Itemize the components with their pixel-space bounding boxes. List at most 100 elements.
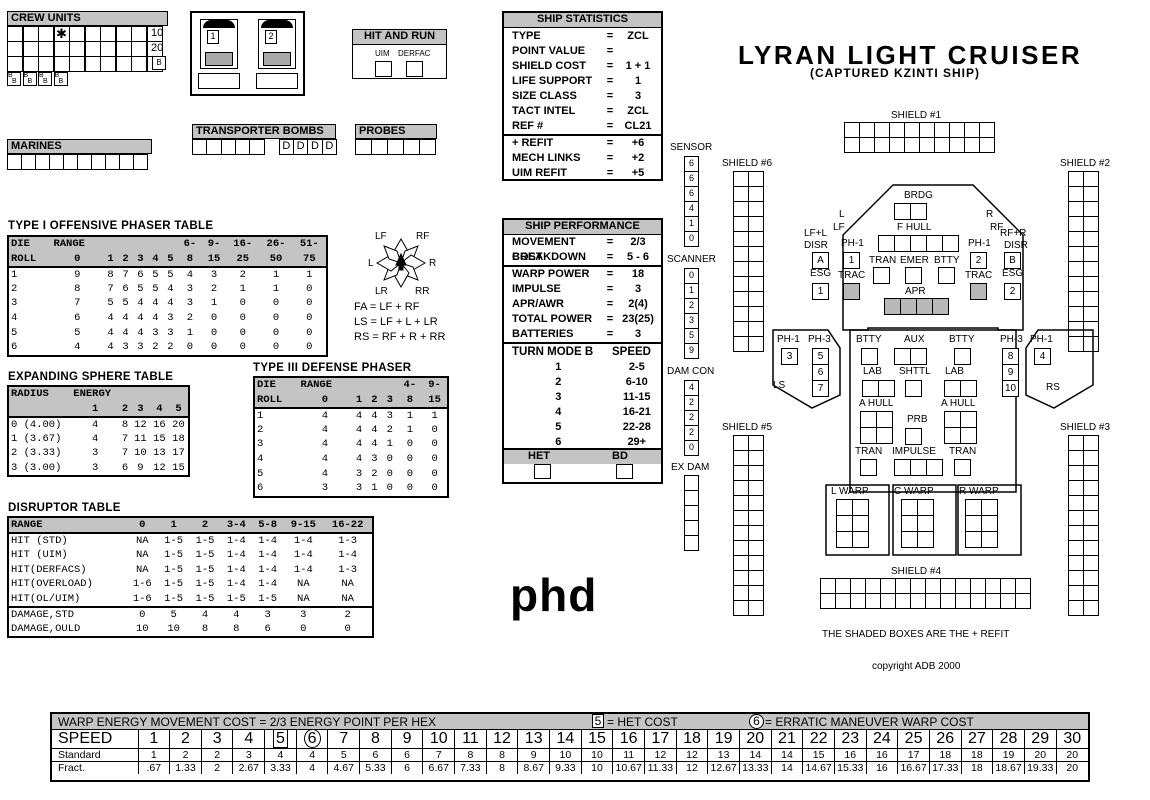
scanner-box[interactable]: 9 xyxy=(684,343,699,359)
shield-6-box[interactable] xyxy=(733,201,749,217)
shield-3-box[interactable] xyxy=(1068,570,1084,586)
impulse-box[interactable] xyxy=(894,459,911,476)
shield-5-box[interactable] xyxy=(748,465,764,481)
shield-1-box[interactable] xyxy=(979,137,995,153)
shield-1-box[interactable] xyxy=(904,122,920,138)
marine-box[interactable] xyxy=(133,154,148,170)
excess-damage-box[interactable] xyxy=(684,490,699,506)
shield-3-box[interactable] xyxy=(1068,600,1084,616)
shield-5-box[interactable] xyxy=(733,465,749,481)
shield-4-box[interactable] xyxy=(865,578,881,594)
marine-box[interactable] xyxy=(35,154,50,170)
lab-box[interactable] xyxy=(878,380,895,397)
shield-4-box[interactable] xyxy=(865,593,881,609)
scanner-box[interactable]: 2 xyxy=(684,298,699,314)
aft-hull-box[interactable] xyxy=(960,427,977,444)
shield-5-box[interactable] xyxy=(733,510,749,526)
shield-1-box[interactable] xyxy=(874,122,890,138)
damage-control-box[interactable]: 4 xyxy=(684,380,699,396)
disruptor-a-box[interactable]: A xyxy=(812,252,829,269)
lab-box[interactable] xyxy=(944,380,961,397)
aft-hull-box[interactable] xyxy=(876,427,893,444)
shield-6-box[interactable] xyxy=(733,291,749,307)
excess-damage-box[interactable] xyxy=(684,475,699,491)
marine-box[interactable] xyxy=(21,154,36,170)
phaser-1-box[interactable]: 1 xyxy=(843,252,860,269)
aft-hull-box[interactable] xyxy=(944,411,961,428)
crew-box[interactable] xyxy=(22,56,39,72)
damage-control-box[interactable]: 0 xyxy=(684,440,699,456)
shield-4-box[interactable] xyxy=(985,578,1001,594)
esg-2-box[interactable]: 2 xyxy=(1004,283,1021,300)
crew-box[interactable] xyxy=(53,41,70,57)
transporter-box[interactable] xyxy=(954,459,971,476)
crew-box[interactable]: ✱ xyxy=(53,26,70,42)
crew-box[interactable] xyxy=(100,26,116,42)
phaser-2-box[interactable]: 2 xyxy=(970,252,987,269)
right-warp-box[interactable] xyxy=(981,515,998,532)
transporter-bomb-box-d[interactable]: D xyxy=(307,139,323,155)
shield-5-box[interactable] xyxy=(733,435,749,451)
sensor-box[interactable]: 1 xyxy=(684,216,699,232)
shield-6-box[interactable] xyxy=(733,306,749,322)
scanner-box[interactable]: 0 xyxy=(684,268,699,284)
left-warp-box[interactable] xyxy=(836,499,853,516)
transporter-bomb-box[interactable] xyxy=(206,139,222,155)
aft-hull-box[interactable] xyxy=(944,427,961,444)
center-warp-box[interactable] xyxy=(901,499,918,516)
transporter-bomb-box[interactable] xyxy=(220,139,236,155)
left-warp-box[interactable] xyxy=(836,515,853,532)
sensor-box[interactable]: 6 xyxy=(684,171,699,187)
crew-box[interactable] xyxy=(115,56,132,72)
shield-6-box[interactable] xyxy=(733,336,749,352)
transporter-bomb-box-d[interactable]: D xyxy=(321,139,337,155)
forward-hull-box[interactable] xyxy=(910,235,927,252)
crew-box[interactable] xyxy=(38,26,54,42)
emergency-box[interactable] xyxy=(905,267,922,284)
shield-4-box[interactable] xyxy=(850,578,866,594)
shield-4-box[interactable] xyxy=(970,593,986,609)
shield-4-box[interactable] xyxy=(925,593,941,609)
shield-4-box[interactable] xyxy=(820,578,836,594)
damage-control-box[interactable]: 2 xyxy=(684,410,699,426)
shield-6-box[interactable] xyxy=(733,231,749,247)
shield-4-box[interactable] xyxy=(1015,578,1031,594)
apr-box[interactable] xyxy=(900,298,917,315)
crew-box[interactable] xyxy=(7,56,23,72)
right-warp-box[interactable] xyxy=(981,499,998,516)
shield-1-box[interactable] xyxy=(949,137,965,153)
phaser-3-8-box[interactable]: 8 xyxy=(1002,348,1019,365)
shield-4-box[interactable] xyxy=(970,578,986,594)
lab-box[interactable] xyxy=(960,380,977,397)
scanner-box[interactable]: 5 xyxy=(684,328,699,344)
shield-6-box[interactable] xyxy=(748,321,764,337)
shield-5-box[interactable] xyxy=(733,525,749,541)
center-warp-box[interactable] xyxy=(917,499,934,516)
phaser-3-box[interactable]: 3 xyxy=(781,348,798,365)
battery-box[interactable] xyxy=(954,348,971,365)
shield-6-box[interactable] xyxy=(748,336,764,352)
shield-4-box[interactable] xyxy=(940,578,956,594)
probe-box[interactable] xyxy=(371,139,388,155)
shield-5-box[interactable] xyxy=(748,480,764,496)
center-warp-box[interactable] xyxy=(917,531,934,548)
aft-hull-box[interactable] xyxy=(860,411,877,428)
forward-hull-box[interactable] xyxy=(926,235,943,252)
shuttle-damage-box-2[interactable] xyxy=(256,73,298,89)
shield-5-box[interactable] xyxy=(748,570,764,586)
impulse-box[interactable] xyxy=(910,459,927,476)
het-box[interactable] xyxy=(534,464,551,479)
transporter-bomb-box[interactable] xyxy=(234,139,251,155)
shield-5-box[interactable] xyxy=(748,450,764,466)
impulse-box[interactable] xyxy=(926,459,943,476)
center-warp-box[interactable] xyxy=(917,515,934,532)
shield-6-box[interactable] xyxy=(748,171,764,187)
shield-6-box[interactable] xyxy=(733,171,749,187)
right-warp-box[interactable] xyxy=(965,515,982,532)
shield-6-box[interactable] xyxy=(748,261,764,277)
shield-6-box[interactable] xyxy=(748,216,764,232)
shield-4-box[interactable] xyxy=(1015,593,1031,609)
shield-5-box[interactable] xyxy=(748,525,764,541)
bridge-box[interactable] xyxy=(894,203,911,220)
